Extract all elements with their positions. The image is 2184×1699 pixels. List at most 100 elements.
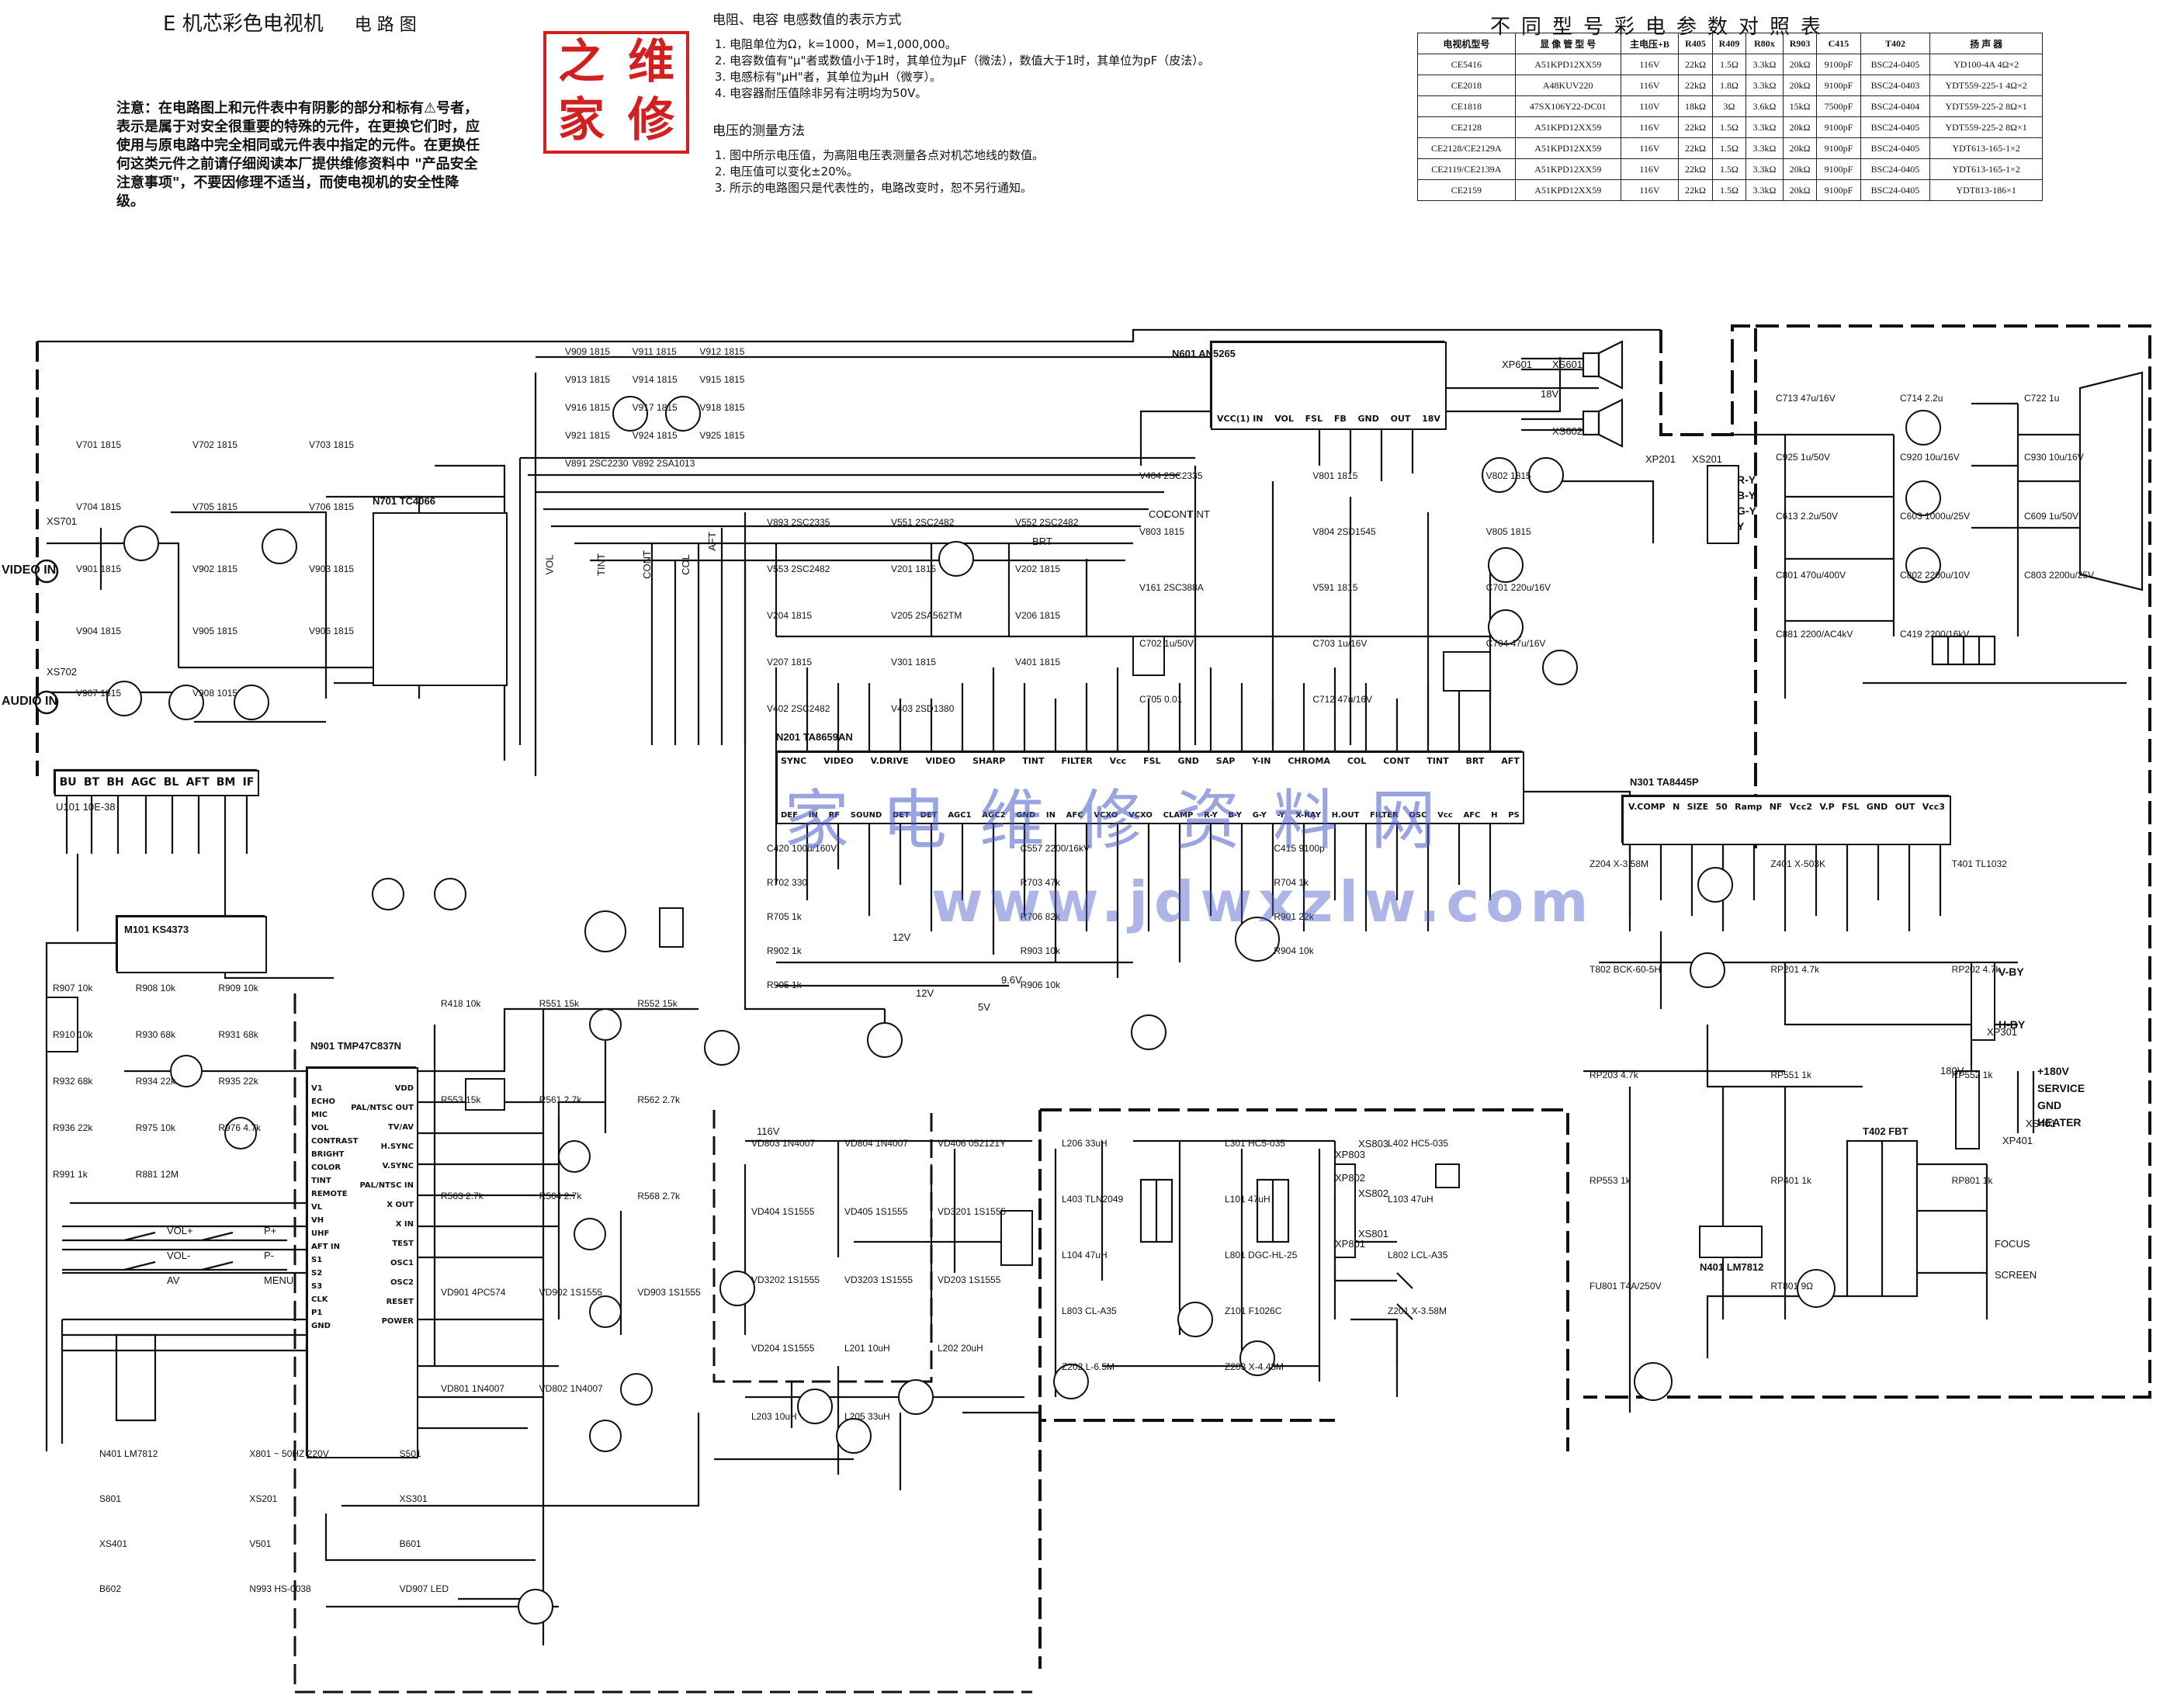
- ic-pin-label: S2: [311, 1269, 323, 1278]
- part-label: T802 BCK-60-5H: [1589, 964, 1662, 975]
- part-label: V906 1815: [309, 626, 355, 636]
- focus-label: FOCUS: [1995, 1238, 2030, 1250]
- part-label: Z203 X-4.43M: [1225, 1361, 1284, 1372]
- bus-label: COL: [679, 554, 692, 575]
- part-label: R901 22k: [1274, 911, 1314, 922]
- part-label: L202 20uH: [938, 1343, 983, 1354]
- part-label: R902 1k: [767, 945, 802, 956]
- bus-label: TINT: [1187, 508, 1210, 520]
- ic-n701-label: N701 TC4066: [373, 495, 435, 507]
- note-item: 图中所示电压值，为高阻电压表测量各点对机芯地线的数值。: [730, 147, 1318, 164]
- audio-in-jack-icon[interactable]: [34, 690, 59, 715]
- audio-in-label: AUDIO IN: [2, 695, 57, 708]
- part-label: L203 10uH: [751, 1411, 797, 1422]
- part-label: R418 10k: [441, 998, 481, 1009]
- part-label: VD907 LED: [399, 1583, 449, 1594]
- seal-char: 维: [628, 35, 674, 89]
- ic-pin-label: CONT: [1383, 756, 1410, 766]
- ic-pin-label: V.COMP: [1628, 802, 1666, 812]
- part-label: Z101 F1026C: [1225, 1305, 1282, 1316]
- ic-pin-label: CLK: [311, 1295, 328, 1304]
- part-label: R976 4.7k: [218, 1122, 262, 1133]
- table-cell: 9100pF: [1816, 116, 1861, 138]
- transistor-v905: [589, 1295, 622, 1328]
- ic-pin-label: OSC2: [390, 1278, 414, 1287]
- ic-pin-label: POWER: [381, 1317, 414, 1326]
- ic-pin-label: COL: [1347, 756, 1367, 766]
- part-label: VD804 1N4007: [844, 1138, 909, 1149]
- table-cell: A48KUV220: [1514, 75, 1621, 96]
- connector-pin-label: B-Y: [1737, 489, 1756, 501]
- part-label: V804 2SD1545: [1312, 526, 1376, 537]
- transistor-v907: [589, 1420, 622, 1452]
- seal-char: 之: [558, 35, 605, 89]
- part-label: V591 1815: [1312, 582, 1358, 593]
- part-label: Z202 L-6.5M: [1062, 1361, 1115, 1372]
- part-label: R568 2.7k: [637, 1191, 681, 1201]
- ic-pin-label: VOL: [1274, 414, 1294, 424]
- part-label: V207 1815: [767, 657, 813, 667]
- ic-pin-label: VDD: [394, 1084, 414, 1093]
- transistor-v553: [1905, 547, 1941, 583]
- part-label: C714 2.2u: [1900, 393, 1943, 404]
- part-label: V553 2SC2482: [767, 563, 830, 574]
- part-label: L801 DGC-HL-25: [1225, 1250, 1298, 1260]
- part-label: RP552 1k: [1951, 1070, 1993, 1080]
- ic-pin-label: AFC: [1463, 811, 1481, 820]
- part-label: V805 1815: [1485, 526, 1531, 537]
- ic-m101: [116, 916, 267, 973]
- ic-pin-label: BRIGHT: [311, 1150, 345, 1159]
- part-label: FU801 T4A/250V: [1589, 1281, 1662, 1292]
- ic-pin-label: TEST: [392, 1240, 414, 1248]
- table-cell: 20kΩ: [1782, 158, 1818, 180]
- table-cell: 116V: [1620, 116, 1680, 138]
- video-in-jack-icon[interactable]: [34, 559, 59, 584]
- transistor-v702: [262, 529, 297, 564]
- ic-pin-label: OSC1: [390, 1259, 414, 1267]
- part-label: L403 TLN2049: [1062, 1194, 1124, 1205]
- notes-heading-values: 电阻、电容 电感数值的表示方式: [712, 12, 902, 28]
- crystal-z203: [1443, 651, 1491, 692]
- ic-pin-label: P1: [311, 1309, 323, 1317]
- ic-pin-label: TV/AV: [387, 1123, 414, 1132]
- part-label: V892 2SA1013: [632, 458, 695, 469]
- xp301-label: XP301: [1987, 1026, 2018, 1038]
- table-cell: 3.3kΩ: [1745, 116, 1784, 138]
- transistor-v891: [797, 1389, 833, 1424]
- ic-pin-label: V.P: [1819, 802, 1835, 812]
- table-cell: CE1818: [1417, 95, 1516, 117]
- transistor-v916b: [867, 1022, 903, 1058]
- ic-pin-label: V.DRIVE: [870, 756, 909, 766]
- part-label: R907 10k: [53, 983, 93, 993]
- part-label: R702 330: [767, 877, 808, 888]
- table-header-cell: 显 像 管 型 号: [1514, 33, 1621, 54]
- ic-pin-label: X OUT: [387, 1201, 414, 1209]
- ic-pin-label: OUT: [1895, 802, 1915, 812]
- transistor-v206: [938, 541, 974, 577]
- part-label: V924 1815: [632, 430, 678, 441]
- ic-pin-label: S3: [311, 1282, 323, 1291]
- part-label: V925 1815: [699, 430, 745, 441]
- part-label: R551 15k: [539, 998, 580, 1009]
- part-label: R704 1k: [1274, 877, 1309, 888]
- part-label: V501: [249, 1538, 272, 1549]
- table-cell: 9100pF: [1816, 137, 1861, 159]
- table-cell: 1.5Ω: [1711, 116, 1747, 138]
- part-label: RP202 4.7k: [1951, 964, 2001, 975]
- part-label: C920 10u/16V: [1900, 452, 1960, 463]
- ic-pin-label: Y-IN: [1252, 756, 1271, 766]
- ic-pin-label: DET: [892, 811, 910, 820]
- part-label: XS401: [99, 1538, 128, 1549]
- ic-pin-label: FSL: [1143, 756, 1161, 766]
- transistor-v892: [836, 1418, 872, 1454]
- table-cell: CE2119/CE2139A: [1417, 158, 1516, 180]
- part-label: V913 1815: [565, 374, 611, 385]
- key-prog-up: P+: [264, 1225, 277, 1236]
- note-item: 电阻单位为Ω，k=1000，M=1,000,000。: [730, 36, 1318, 53]
- ic-pin-label: SYNC: [781, 756, 807, 766]
- part-label: V703 1815: [309, 439, 355, 450]
- part-label: R703 47k: [1020, 877, 1061, 888]
- table-header-cell: R409: [1711, 33, 1747, 54]
